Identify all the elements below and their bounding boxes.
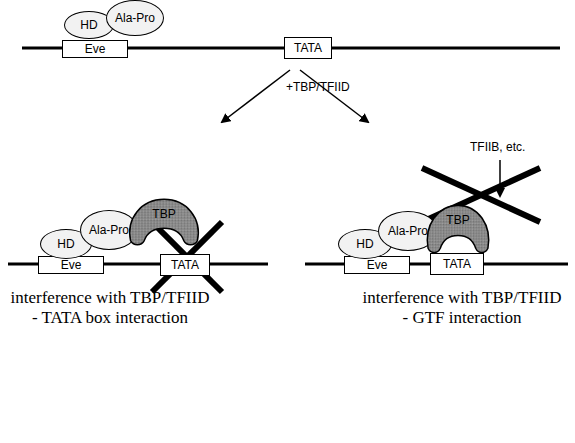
protein-domain-oval: Ala-Pro — [106, 0, 164, 36]
node-label: TBP — [446, 214, 469, 226]
caption: interference with TBP/TFIID - TATA box i… — [10, 288, 210, 328]
caption: interference with TBP/TFIID - GTF intera… — [362, 288, 562, 328]
step-label: +TBP/TFIID — [286, 80, 350, 94]
arrow — [499, 160, 501, 196]
node-label: Ala-Pro — [115, 12, 155, 24]
dna-element-box: TATA — [160, 254, 210, 276]
node-label: Eve — [85, 43, 106, 55]
tbp-protein: TBP — [424, 204, 492, 254]
dna-element-box: Eve — [344, 256, 410, 274]
tbp-protein: TBP — [126, 198, 202, 246]
node-label: TATA — [294, 42, 322, 54]
node-label: HD — [57, 238, 74, 250]
arrow — [300, 70, 368, 122]
node-label: HD — [356, 238, 373, 250]
node-label: Eve — [367, 259, 388, 271]
arrow — [222, 70, 290, 122]
dna-element-box: TATA — [430, 253, 484, 275]
node-label: Ala-Pro — [388, 225, 428, 237]
node-label: Ala-Pro — [89, 224, 129, 236]
node-label: HD — [80, 19, 97, 31]
node-label: TATA — [171, 259, 199, 271]
factor-label: TFIIB, etc. — [470, 140, 525, 154]
dna-element-box: Eve — [62, 40, 128, 58]
tbp-outline — [424, 204, 492, 254]
node-label: TBP — [152, 208, 175, 220]
node-label: Eve — [61, 259, 82, 271]
node-label: TATA — [443, 258, 471, 270]
dna-element-box: TATA — [284, 37, 332, 59]
tbp-outline — [126, 198, 202, 246]
